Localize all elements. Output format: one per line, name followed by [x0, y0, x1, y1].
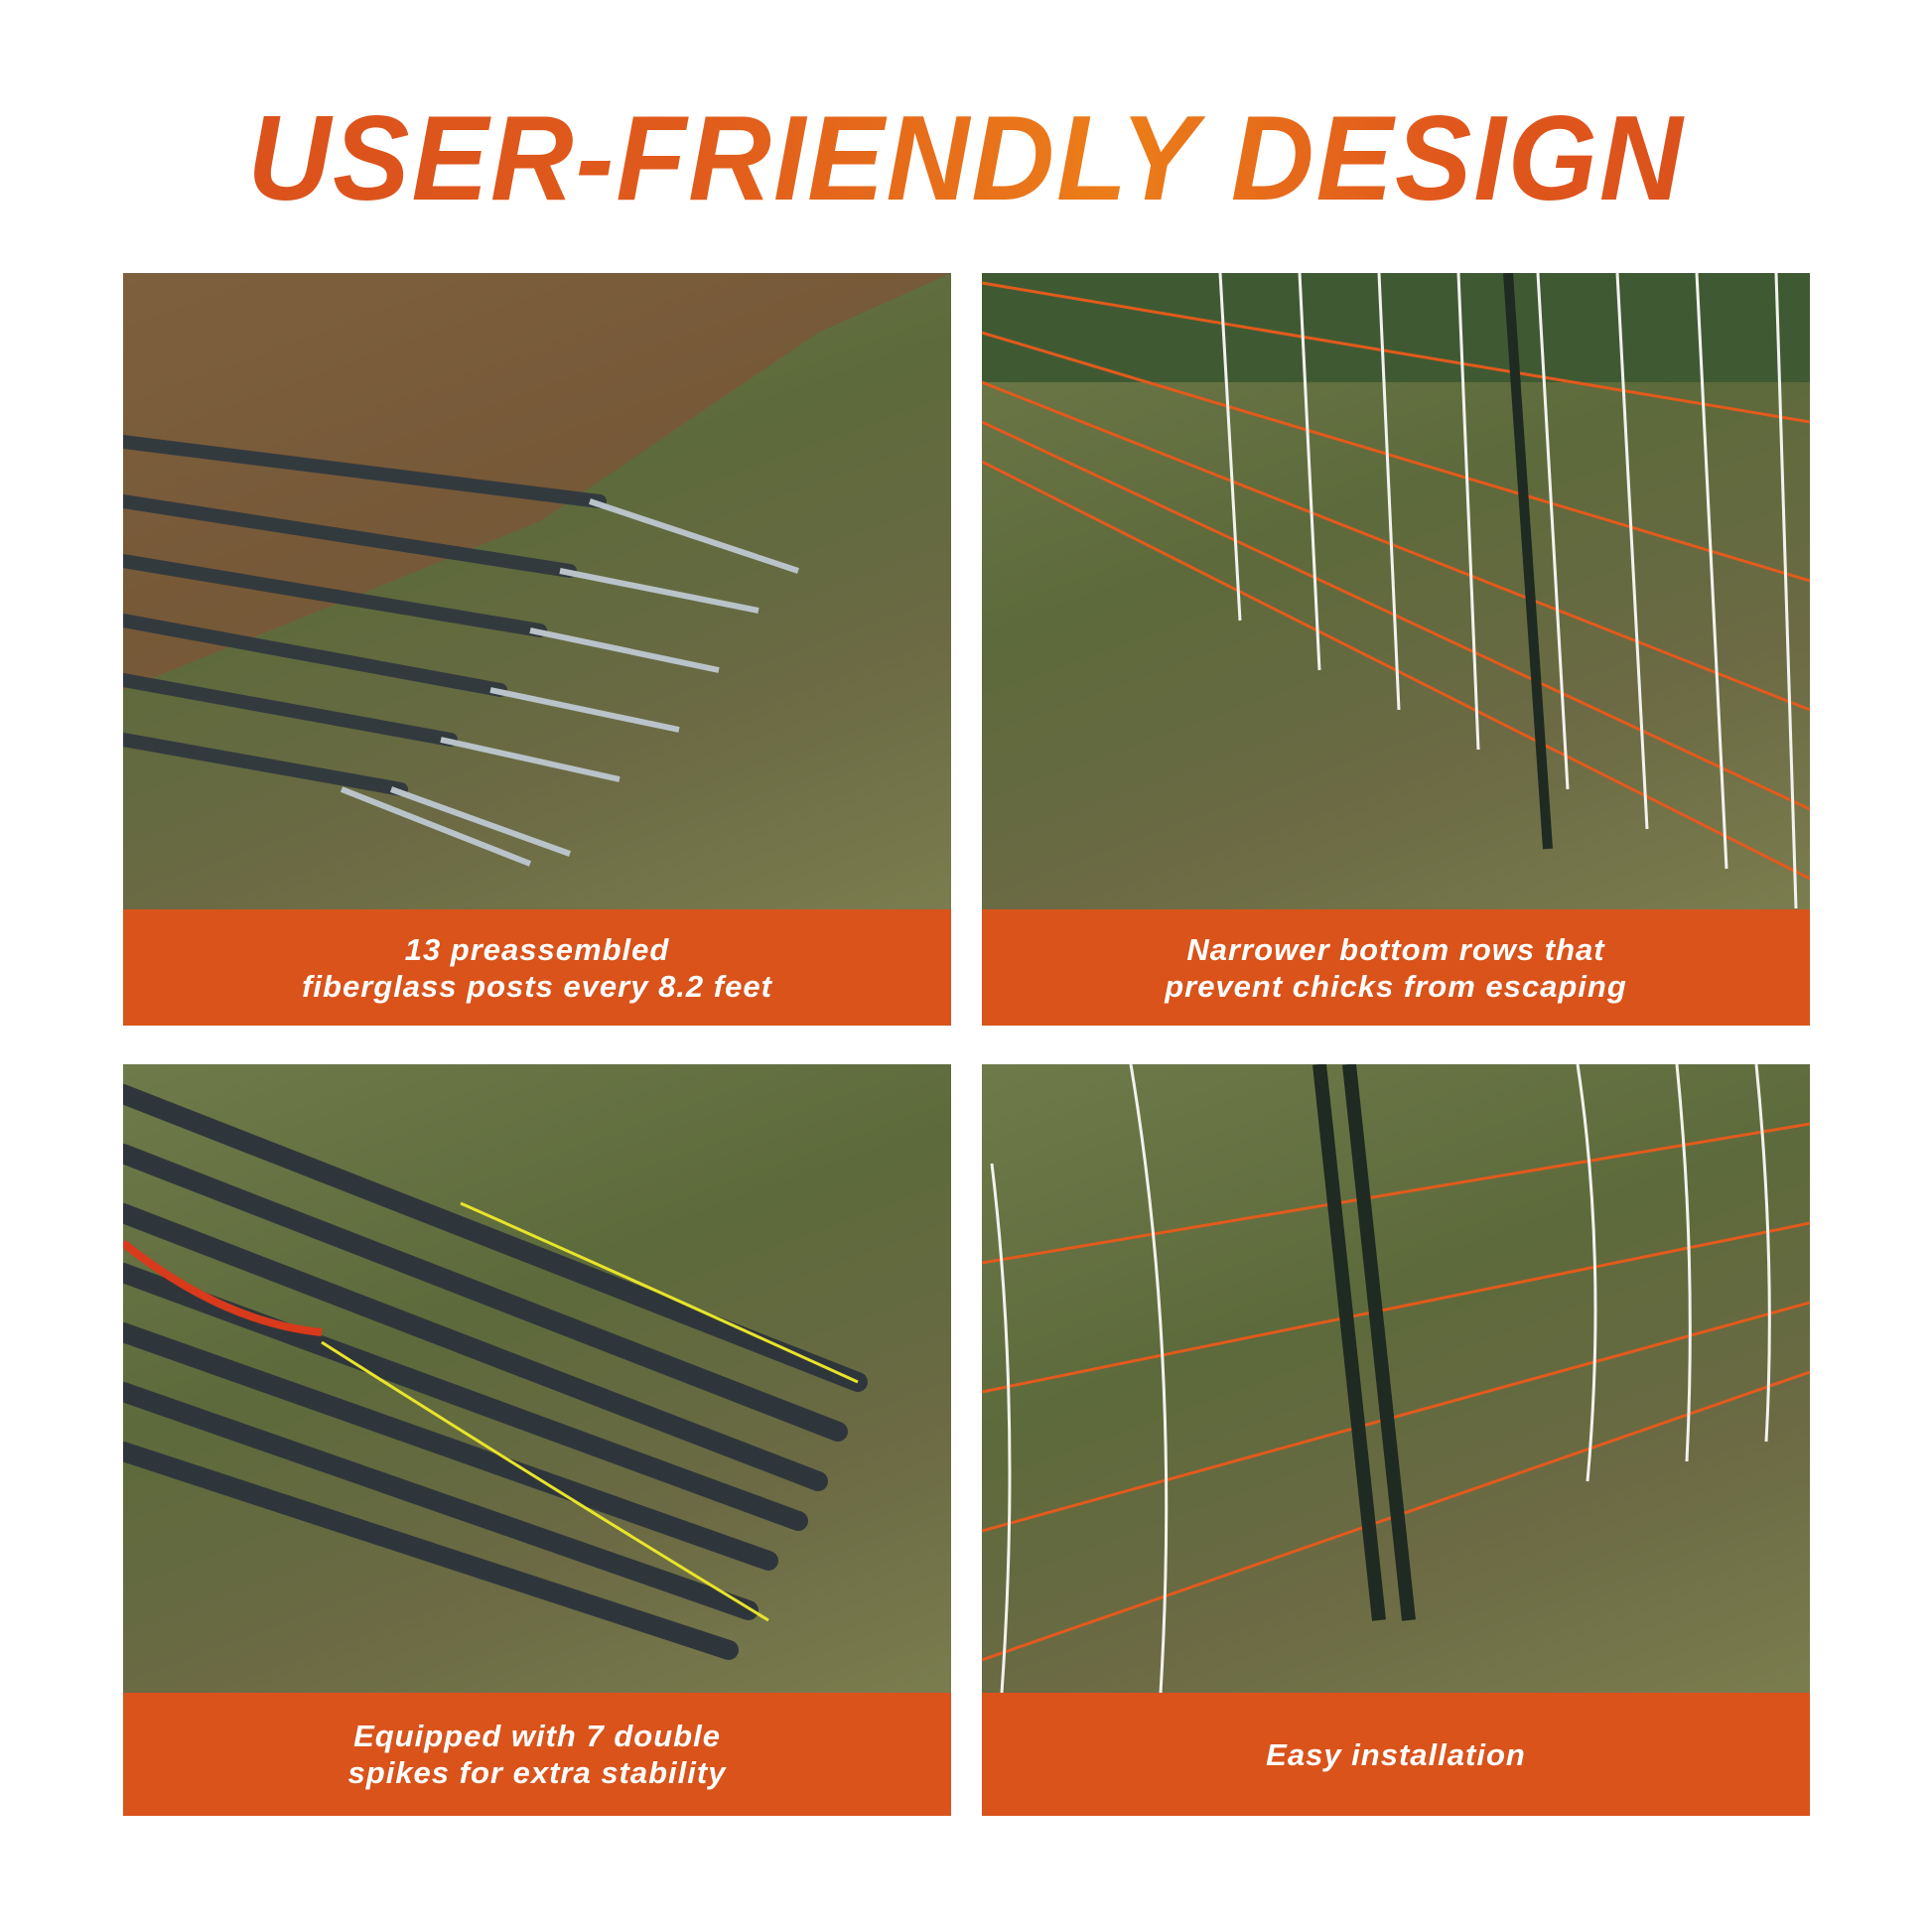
caption-line: 13 preassembled [404, 931, 670, 967]
caption-line: Narrower bottom rows that [1186, 931, 1605, 967]
feature-panel-spikes: Equipped with 7 double spikes for extra … [123, 1064, 951, 1816]
caption-line: Easy installation [1266, 1736, 1526, 1772]
photo-stacked-posts [123, 273, 951, 909]
photo-fence-rows [982, 273, 1810, 909]
feature-panel-posts: 13 preassembled fiberglass posts every 8… [123, 273, 951, 1026]
caption-line: Equipped with 7 double [353, 1719, 721, 1753]
caption-line: spikes for extra stability [347, 1755, 727, 1790]
feature-panel-rows: Narrower bottom rows that prevent chicks… [982, 273, 1810, 1026]
page-title: USER-FRIENDLY DESIGN [0, 88, 1932, 228]
photo-double-spikes [123, 1064, 951, 1693]
caption-line: fiberglass posts every 8.2 feet [302, 968, 772, 1004]
caption: 13 preassembled fiberglass posts every 8… [123, 909, 951, 1026]
photo-installed-post [982, 1064, 1810, 1693]
caption: Equipped with 7 double spikes for extra … [123, 1693, 951, 1816]
caption-line: prevent chicks from escaping [1165, 968, 1627, 1004]
caption: Narrower bottom rows that prevent chicks… [982, 909, 1810, 1026]
feature-panel-installation: Easy installation [982, 1064, 1810, 1816]
caption: Easy installation [982, 1693, 1810, 1816]
